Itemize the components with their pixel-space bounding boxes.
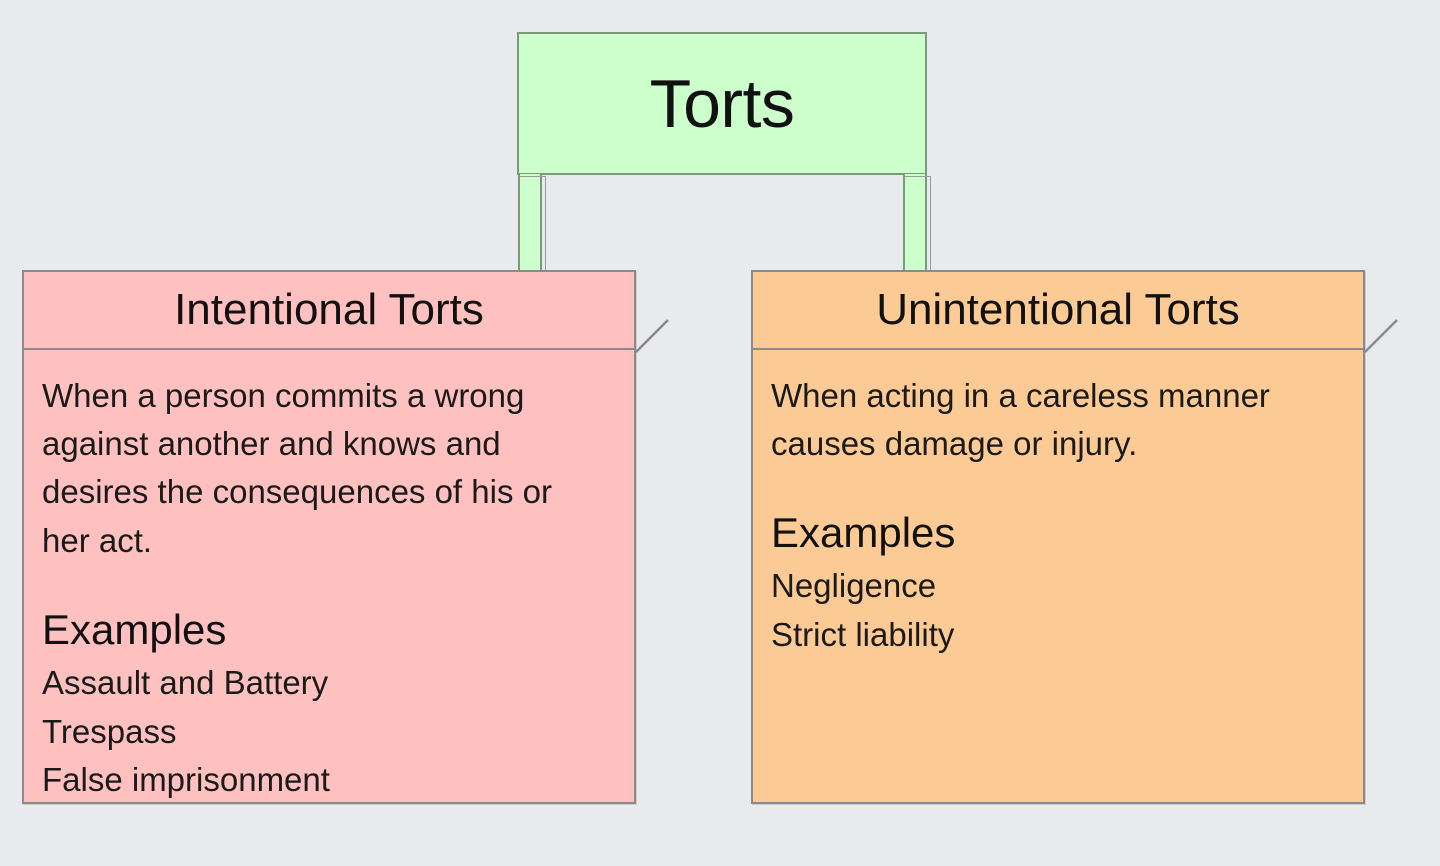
node-header-unintentional-torts: Unintentional Torts (753, 272, 1363, 350)
examples-list-unintentional-torts: Negligence Strict liability (771, 562, 1345, 660)
connector-left-guide-cap (520, 176, 546, 177)
node-header-intentional-torts: Intentional Torts (24, 272, 634, 350)
node-description-intentional-torts: When a person commits a wrong against an… (42, 377, 552, 559)
list-item: Strict liability (771, 616, 955, 654)
list-item: Trespass (42, 712, 177, 750)
list-item: Negligence (771, 567, 937, 605)
fold-corner-icon (635, 319, 669, 353)
connector-right-guide-cap (905, 176, 931, 177)
node-body-unintentional-torts: When acting in a careless manner causes … (753, 350, 1363, 660)
node-body-intentional-torts: When a person commits a wrong against an… (24, 350, 634, 805)
node-intentional-torts[interactable]: Intentional Torts When a person commits … (22, 270, 636, 804)
examples-heading-intentional-torts: Examples (42, 605, 227, 653)
connector-to-unintentional-torts (903, 174, 927, 278)
list-item: False imprisonment (42, 761, 330, 799)
connector-to-intentional-torts (518, 174, 542, 278)
examples-heading-unintentional-torts: Examples (771, 509, 956, 557)
root-node-label: Torts (649, 65, 795, 142)
examples-list-intentional-torts: Assault and Battery Trespass False impri… (42, 659, 616, 805)
fold-corner-icon (1364, 319, 1398, 353)
root-node-torts[interactable]: Torts (517, 32, 927, 175)
node-title-unintentional-torts: Unintentional Torts (876, 285, 1240, 334)
node-unintentional-torts[interactable]: Unintentional Torts When acting in a car… (751, 270, 1365, 804)
connector-right-guide-line (930, 176, 931, 276)
list-item: Assault and Battery (42, 663, 329, 701)
node-description-unintentional-torts: When acting in a careless manner causes … (771, 377, 1270, 463)
node-title-intentional-torts: Intentional Torts (174, 285, 484, 334)
connector-left-guide-line (545, 176, 546, 276)
